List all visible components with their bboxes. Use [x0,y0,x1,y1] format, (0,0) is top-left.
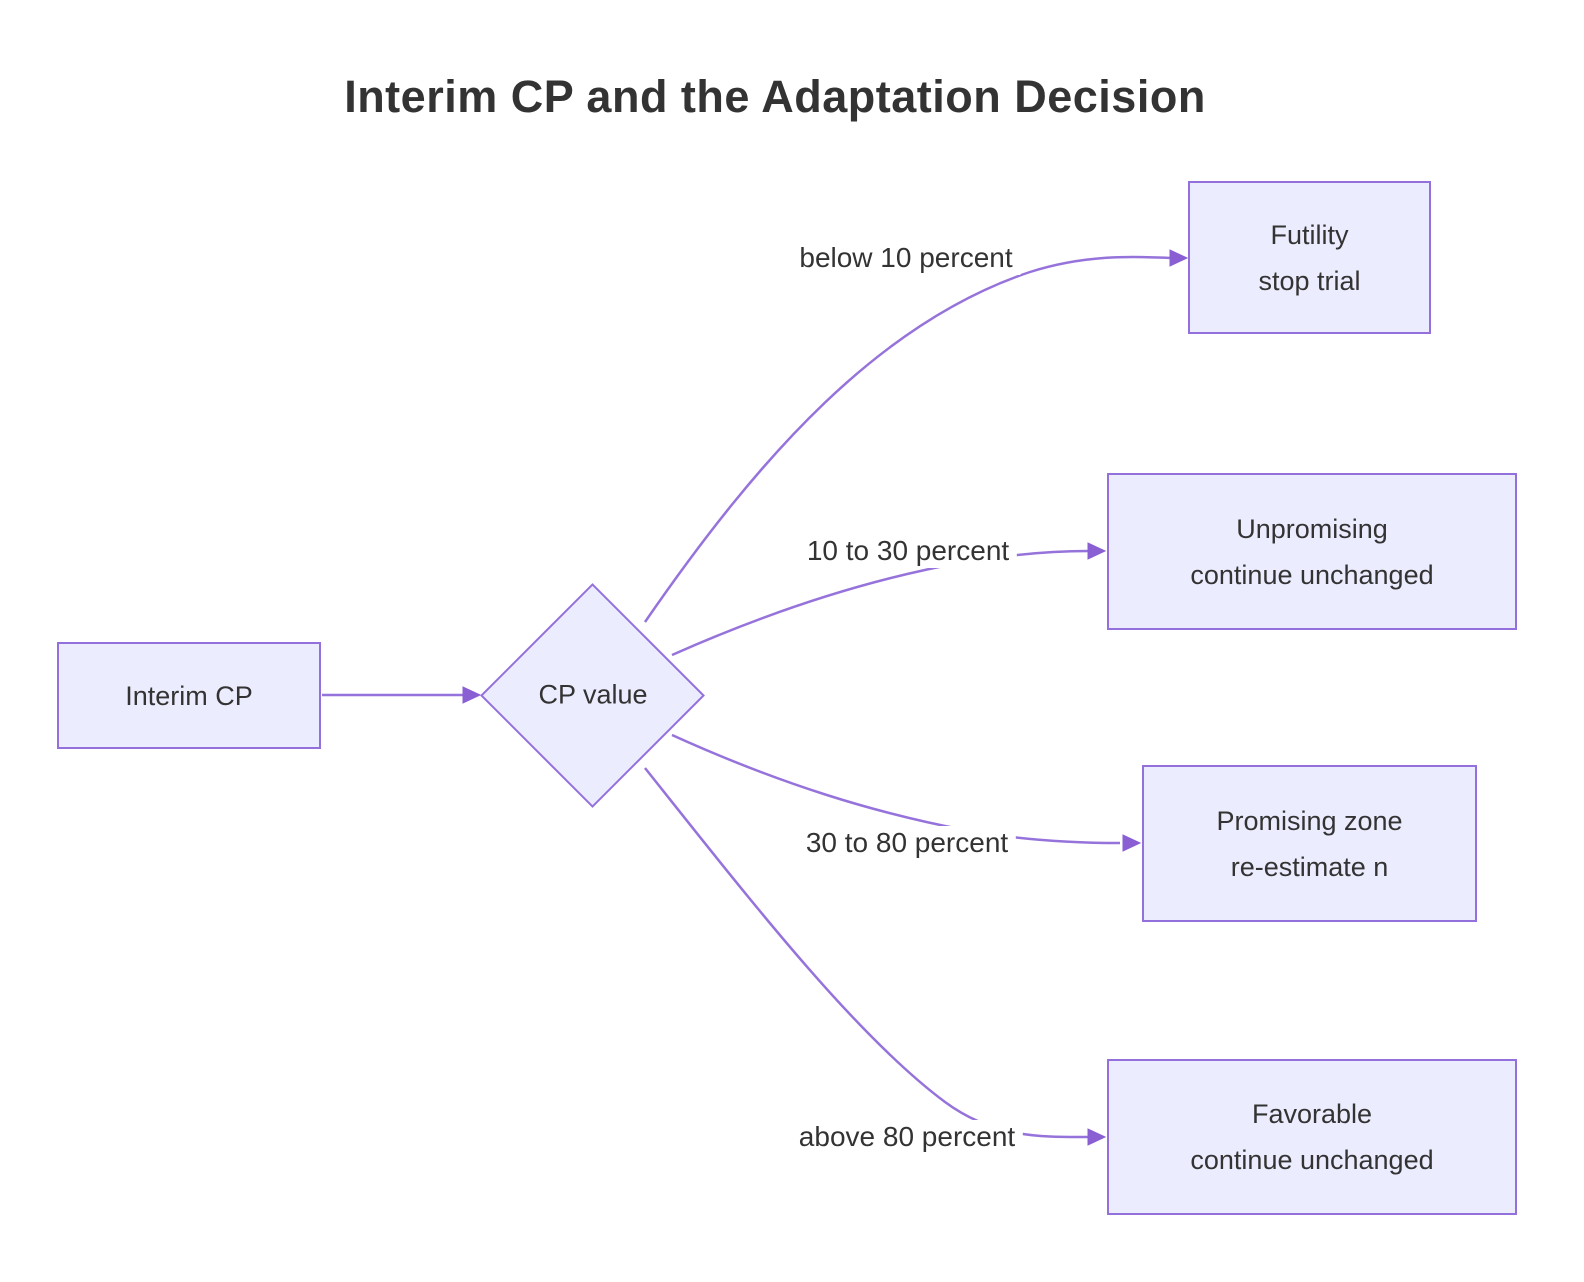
edge-label-10-to-30-percent: 10 to 30 percent [798,534,1018,568]
arrowhead-decision [462,686,482,704]
edge-label-below-10-percent: below 10 percent [791,241,1021,275]
arrowhead-favorable [1087,1128,1107,1146]
node-favorable-line1: Favorable [1251,1099,1373,1129]
node-interim-cp: Interim CP [57,642,321,749]
node-futility: Futility stop trial [1188,181,1431,334]
edge-label-above-80-percent: above 80 percent [790,1120,1024,1154]
edge-to-futility [643,255,1173,623]
edge-to-favorable [644,767,1090,1139]
node-promising-zone-line1: Promising zone [1216,805,1403,836]
node-futility-line2: stop trial [1258,265,1361,296]
node-favorable: Favorable continue unchanged [1107,1059,1517,1215]
arrowhead-futility [1169,249,1189,267]
edge-label-30-to-80-percent: 30 to 80 percent [797,826,1017,860]
node-futility-line1: Futility [1270,219,1349,250]
node-favorable-line2: continue unchanged [1190,1145,1434,1175]
arrowhead-unpromising [1087,542,1107,560]
node-interim-cp-label: Interim CP [125,680,253,711]
edge-to-promising [671,733,1121,845]
diagram-title: Interim CP and the Adaptation Decision [344,71,1206,122]
arrowhead-promising [1122,834,1142,852]
node-unpromising-line2: continue unchanged [1190,559,1434,590]
node-promising-zone-line2: re-estimate n [1230,851,1389,882]
node-unpromising-line1: Unpromising [1236,513,1388,544]
node-promising-zone: Promising zone re-estimate n [1142,765,1477,922]
decision-diamond-label: CP value [538,679,648,710]
node-unpromising: Unpromising continue unchanged [1107,473,1517,630]
